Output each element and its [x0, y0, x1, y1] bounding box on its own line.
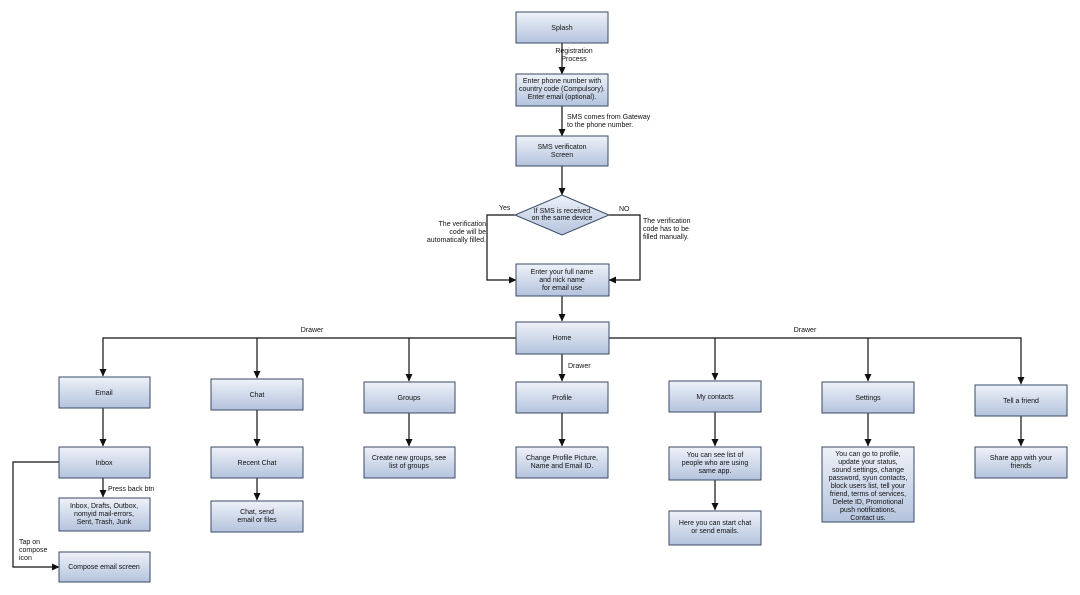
recent-chat-text: Recent Chat: [238, 460, 277, 467]
groups-text: Groups: [398, 395, 421, 402]
node-chat: [210, 378, 304, 411]
edge-no: [608, 214, 641, 284]
node-tell-friend: [974, 384, 1068, 417]
node-sms-screen: [515, 135, 609, 167]
splash-text: Splash: [551, 25, 573, 32]
chat-text: Chat: [250, 392, 265, 399]
node-settings: [821, 381, 915, 414]
node-compose: [58, 551, 151, 583]
node-recent-chat: [210, 446, 304, 479]
label-press-back: Press back btn: [108, 486, 154, 493]
inbox-text: Inbox: [95, 460, 113, 467]
label-yes: Yes: [499, 205, 511, 212]
folders-text: Inbox, Drafts, Outbox,nomyid mail-errors…: [70, 503, 138, 526]
label-drawer-right: Drawer: [794, 327, 817, 334]
node-home: [515, 321, 610, 355]
node-chat-send: [210, 500, 304, 533]
compose-text: Compose email screen: [68, 564, 140, 571]
label-drawer-mid: Drawer: [568, 363, 591, 370]
change-profile-text: Change Profile Picture,Name and Email ID…: [526, 455, 598, 470]
node-my-contacts: [668, 380, 762, 413]
node-contacts-list: [668, 446, 762, 481]
home-text: Home: [553, 335, 572, 342]
edges: [12, 43, 1025, 571]
settings-text: Settings: [855, 395, 881, 402]
edge-drawer-left: [99, 337, 516, 377]
node-splash: [515, 11, 609, 44]
label-drawer-left: Drawer: [301, 327, 324, 334]
edge-drawer-right: [609, 337, 1025, 385]
node-share-app: [974, 446, 1068, 479]
node-start-chat: [668, 510, 762, 546]
tell-friend-text: Tell a friend: [1003, 398, 1039, 405]
node-email: [58, 376, 151, 409]
settings-desc-text: You can go to profile,update your status…: [829, 451, 908, 522]
node-create-groups: [363, 446, 456, 479]
node-folders: [58, 497, 151, 532]
label-no: NO: [619, 206, 630, 213]
node-profile: [515, 381, 609, 414]
edge-yes: [486, 214, 517, 284]
email-text: Email: [95, 390, 113, 397]
nodes: [58, 11, 1068, 583]
node-inbox: [58, 446, 151, 479]
profile-text: Profile: [552, 395, 572, 402]
my-contacts-text: My contacts: [696, 394, 734, 401]
node-change-profile: [515, 446, 609, 479]
node-enter-phone: [515, 73, 609, 107]
node-decision: [513, 194, 611, 236]
node-enter-name: [515, 263, 610, 297]
node-groups: [363, 381, 456, 414]
edge-compose: [12, 461, 60, 571]
node-settings-desc: [821, 446, 915, 523]
